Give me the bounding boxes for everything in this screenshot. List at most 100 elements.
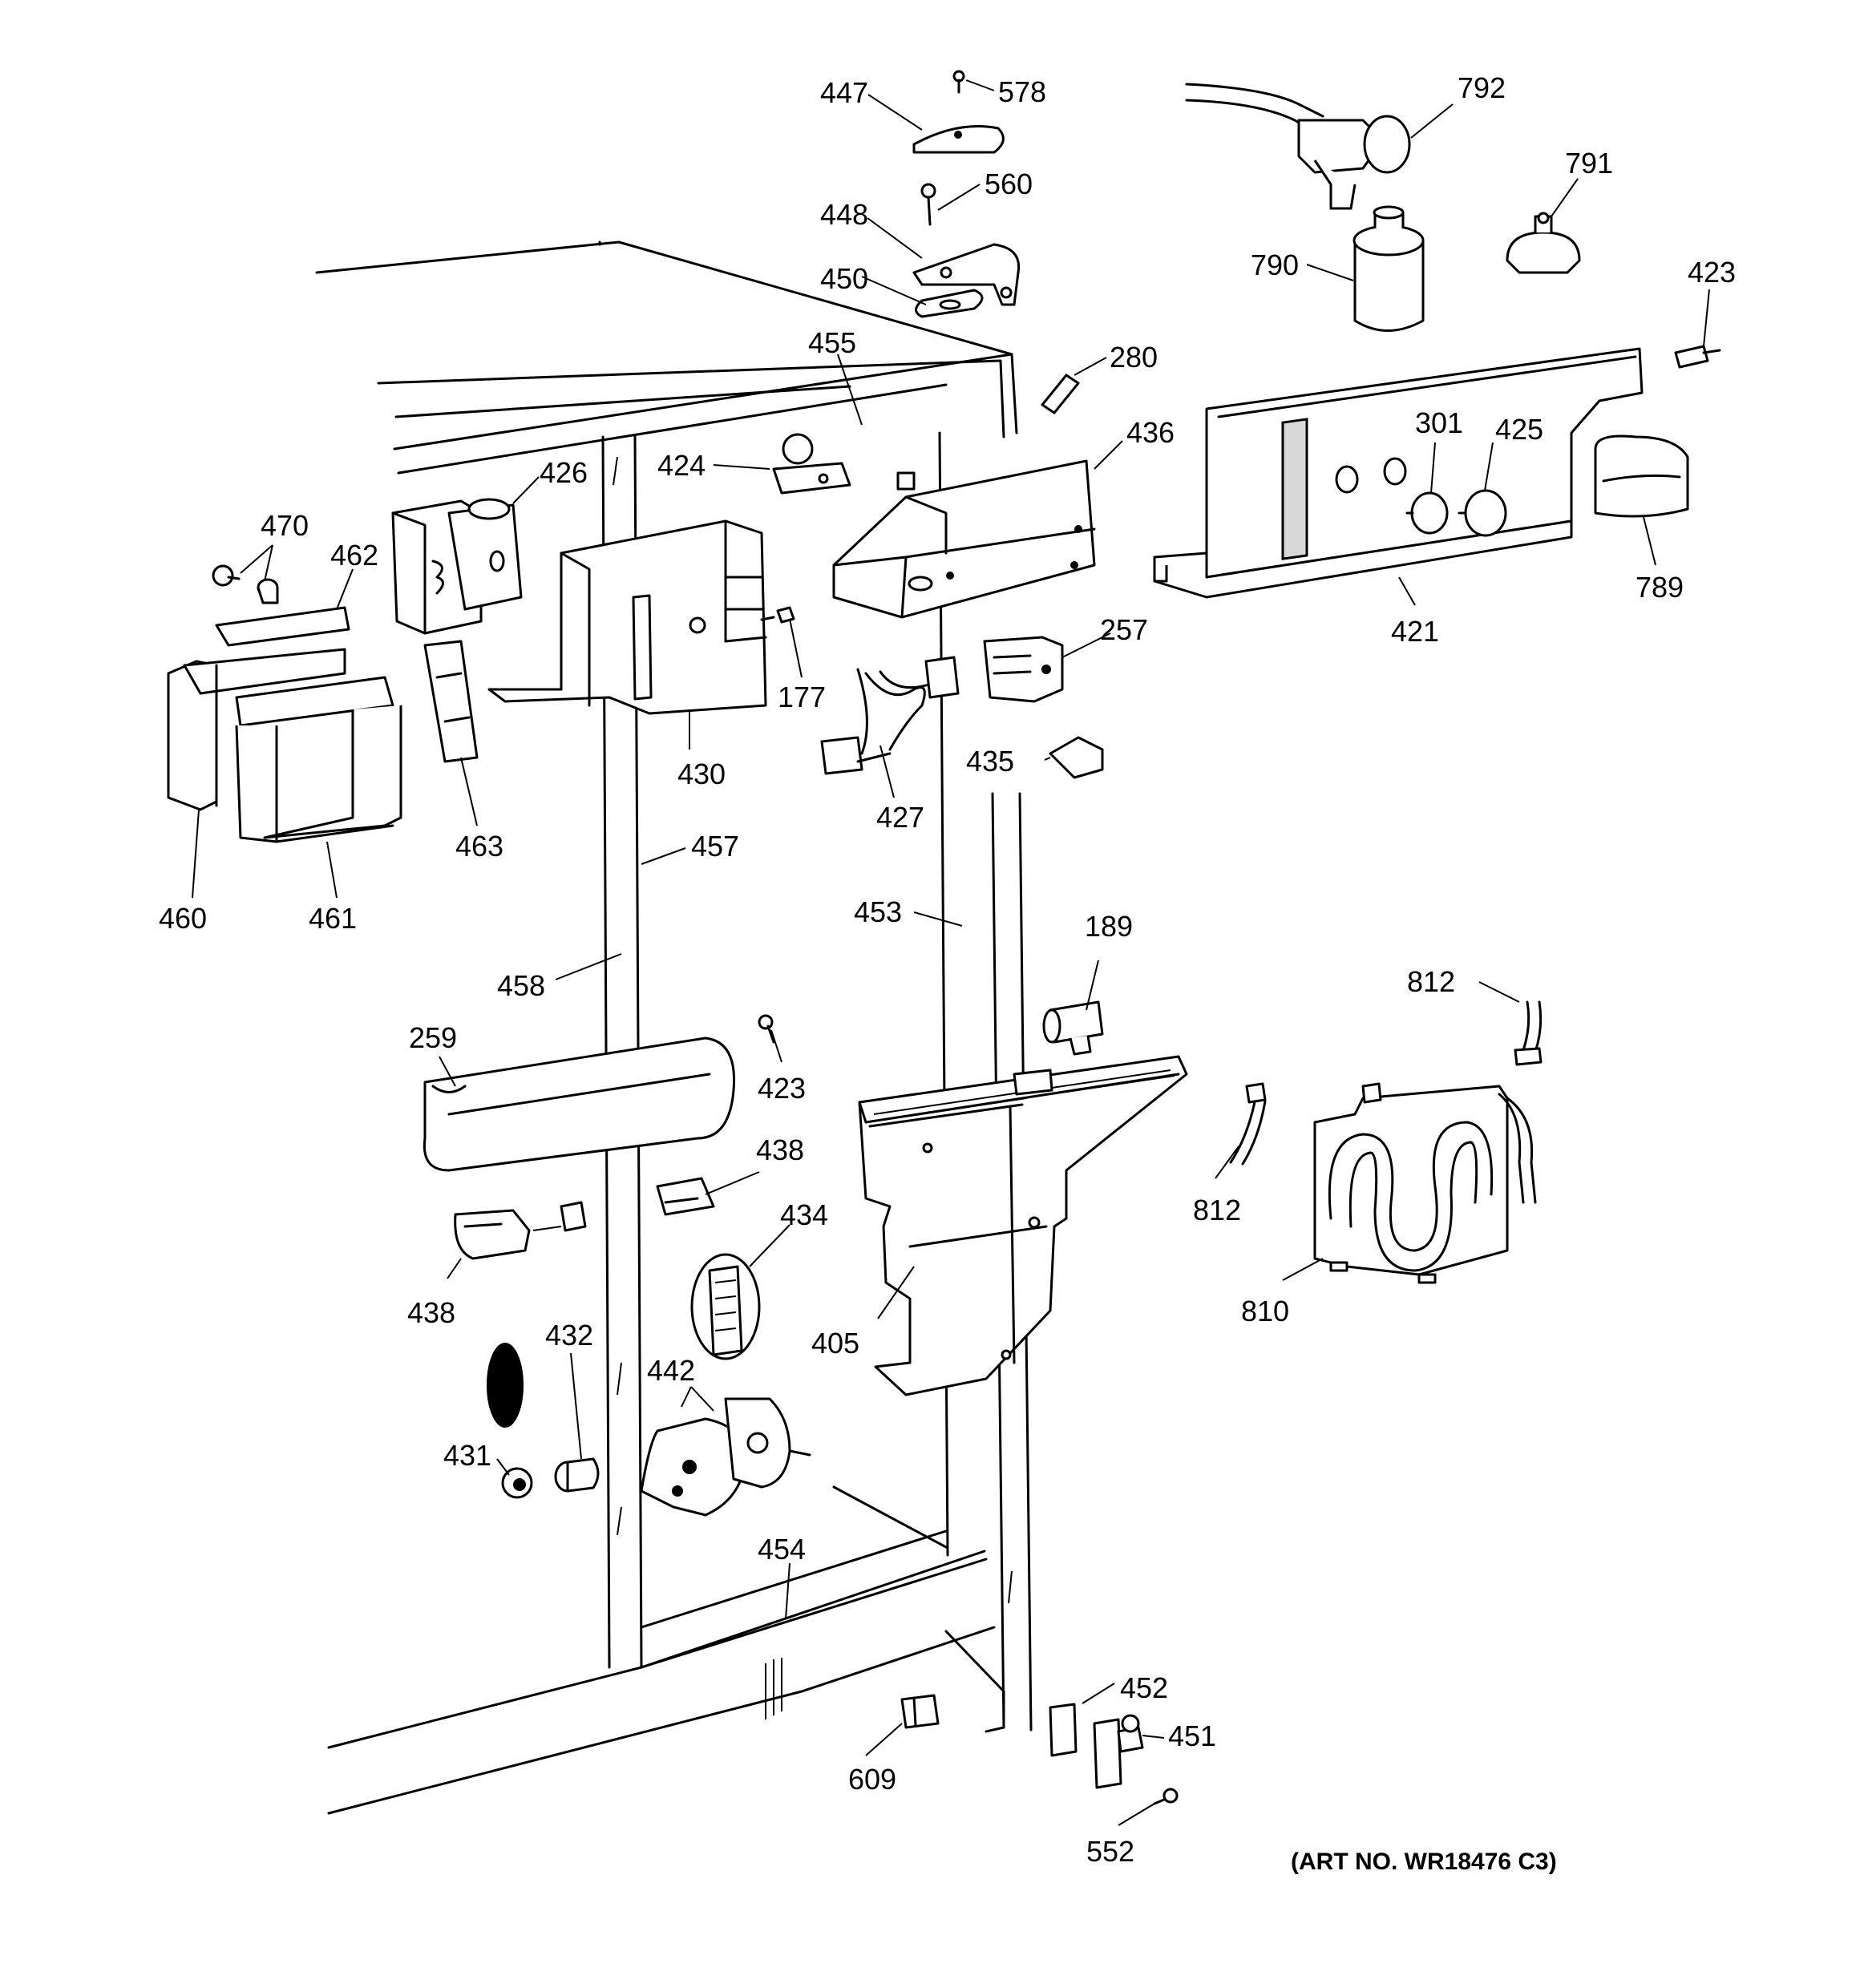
light-socket-438-right xyxy=(656,1177,715,1216)
filter-cap-791 xyxy=(1506,212,1581,274)
shim-450 xyxy=(915,289,984,318)
callout-451: 451 xyxy=(1168,1719,1216,1752)
lens-438 xyxy=(560,1201,587,1232)
callout-423-top: 423 xyxy=(1688,256,1736,289)
callout-259: 259 xyxy=(409,1021,457,1054)
callout-560: 560 xyxy=(985,168,1033,200)
tube-812-lower xyxy=(1229,1082,1267,1166)
screw-423-mid xyxy=(758,1014,775,1044)
light-socket-438-left xyxy=(454,1209,562,1260)
fitting-189 xyxy=(1042,1000,1104,1056)
panel-end-cap-789 xyxy=(1594,434,1689,518)
callout-455: 455 xyxy=(808,326,856,359)
leader-lines xyxy=(192,79,1710,1826)
shim-452 xyxy=(1049,1703,1078,1757)
dispenser-housing-430 xyxy=(487,519,767,715)
pin-280 xyxy=(1041,374,1080,414)
callout-405: 405 xyxy=(811,1327,859,1360)
callout-454: 454 xyxy=(758,1533,806,1566)
screw-177 xyxy=(760,606,795,624)
callout-425: 425 xyxy=(1495,413,1543,446)
clip-435 xyxy=(1049,736,1104,779)
bracket-462 xyxy=(215,606,350,647)
callout-438-left: 438 xyxy=(407,1296,455,1329)
callout-461: 461 xyxy=(309,902,357,935)
bushing-432 xyxy=(554,1457,600,1493)
motor-426 xyxy=(391,498,523,635)
callout-436: 436 xyxy=(1126,416,1175,449)
switch-424 xyxy=(772,433,851,495)
actuator-442 xyxy=(640,1397,811,1517)
callout-424: 424 xyxy=(657,449,706,482)
screw-552 xyxy=(1153,1788,1179,1805)
callout-430: 430 xyxy=(677,758,726,790)
callout-470: 470 xyxy=(261,509,309,542)
callout-812-lower: 812 xyxy=(1193,1194,1241,1226)
callout-812-upper: 812 xyxy=(1407,965,1455,998)
screw-423-top xyxy=(1674,345,1721,369)
housing-436 xyxy=(832,459,1096,619)
callout-453: 453 xyxy=(854,895,902,928)
hinge-cover-447 xyxy=(912,125,1005,154)
chute-460 xyxy=(167,648,346,811)
callout-789: 789 xyxy=(1636,571,1684,604)
callout-431: 431 xyxy=(443,1439,491,1472)
screw-578 xyxy=(952,70,965,94)
callout-432: 432 xyxy=(545,1319,593,1352)
trim-259 xyxy=(423,1036,736,1172)
chute-door-461 xyxy=(235,676,402,843)
callout-447: 447 xyxy=(820,76,868,109)
relay-257 xyxy=(983,636,1064,703)
callout-434: 434 xyxy=(780,1198,828,1231)
cabinet-frame xyxy=(315,240,1033,1815)
callout-790: 790 xyxy=(1251,248,1299,281)
callout-450: 450 xyxy=(820,262,868,295)
dispenser-panel-405 xyxy=(858,1055,1188,1396)
callout-452: 452 xyxy=(1120,1671,1168,1704)
callout-435: 435 xyxy=(966,745,1014,778)
callout-442: 442 xyxy=(647,1354,695,1387)
spacer-470 xyxy=(257,578,279,604)
callout-609: 609 xyxy=(848,1763,896,1796)
hinge-448 xyxy=(912,243,1021,306)
callout-labels: 447 578 560 448 450 455 280 792 791 790 … xyxy=(159,71,1736,1875)
control-panel-421 xyxy=(1153,347,1644,599)
callout-301: 301 xyxy=(1415,406,1463,439)
callout-457: 457 xyxy=(691,830,739,863)
callout-189: 189 xyxy=(1085,910,1133,943)
callout-280: 280 xyxy=(1110,341,1158,374)
filter-cartridge-790 xyxy=(1353,205,1425,332)
callout-810: 810 xyxy=(1241,1295,1289,1327)
water-valve-792 xyxy=(1185,83,1411,210)
callout-177: 177 xyxy=(778,681,826,713)
callout-438-right: 438 xyxy=(756,1133,804,1166)
screw-470 xyxy=(212,564,241,587)
callout-257: 257 xyxy=(1100,613,1148,646)
tube-812-upper xyxy=(1514,1000,1543,1066)
lens-431-oval xyxy=(487,1343,524,1428)
callout-427: 427 xyxy=(876,801,924,834)
callout-448: 448 xyxy=(820,198,868,231)
callout-458: 458 xyxy=(497,969,545,1002)
callout-578: 578 xyxy=(998,75,1046,108)
callout-463: 463 xyxy=(455,830,503,863)
callout-552: 552 xyxy=(1086,1835,1134,1868)
knob-301 xyxy=(1405,491,1449,535)
heater-810 xyxy=(1313,1082,1537,1284)
callout-462: 462 xyxy=(330,539,378,572)
callout-423-mid: 423 xyxy=(758,1072,806,1105)
hinge-451 xyxy=(1093,1714,1144,1789)
button-434 xyxy=(690,1253,761,1360)
callout-421: 421 xyxy=(1391,615,1439,648)
callout-426: 426 xyxy=(540,456,588,489)
gasket-463 xyxy=(423,640,479,763)
art-number: (ART NO. WR18476 C3) xyxy=(1291,1849,1557,1875)
callout-792: 792 xyxy=(1458,71,1506,104)
callout-460: 460 xyxy=(159,902,207,935)
screw-560 xyxy=(920,183,936,226)
callout-791: 791 xyxy=(1565,147,1613,180)
bushing-431 xyxy=(501,1467,533,1499)
wire-harness-427 xyxy=(820,656,960,775)
